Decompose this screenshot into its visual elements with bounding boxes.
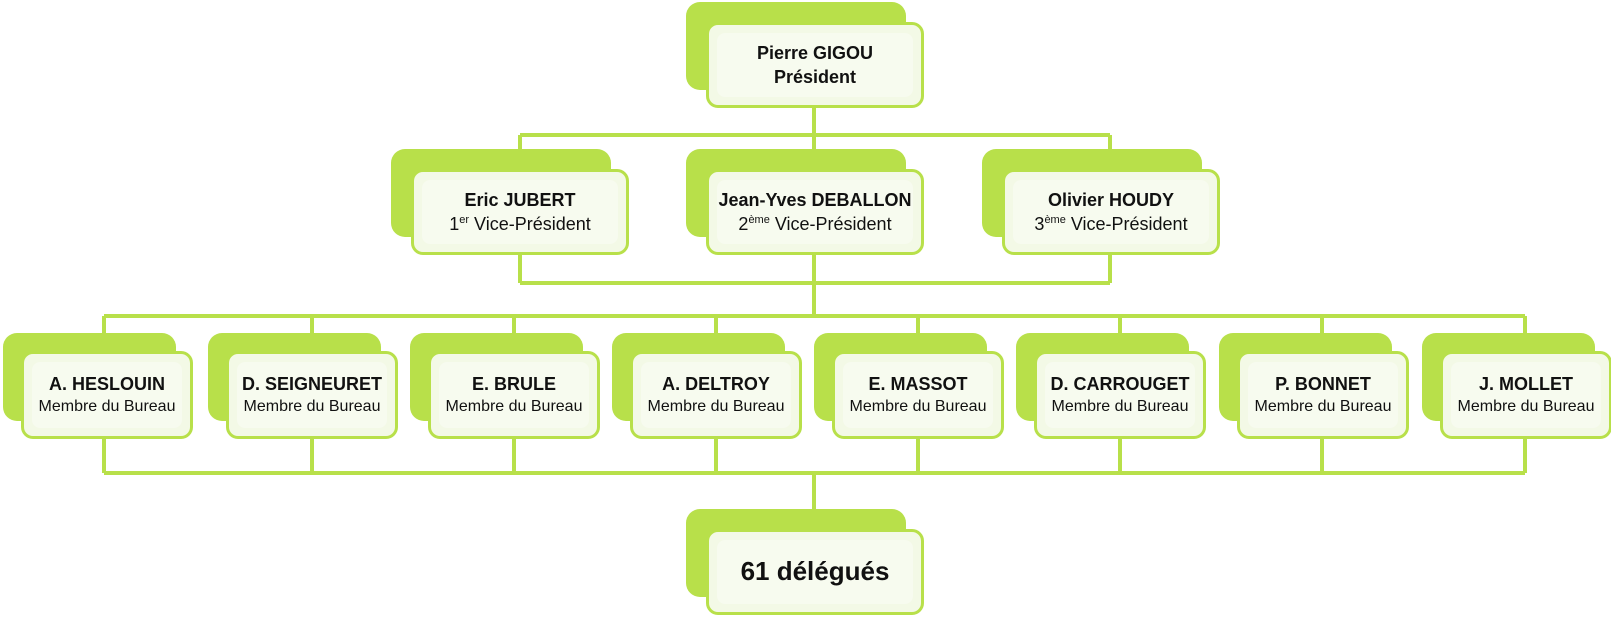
- vp-role: 1er Vice-Président: [449, 214, 591, 234]
- vp-role: 2ème Vice-Président: [738, 214, 892, 234]
- member-name: E. BRULE: [471, 374, 556, 395]
- member-name: A. HESLOUIN: [48, 374, 165, 395]
- member-card: E. MASSOT Membre du Bureau: [832, 351, 1004, 439]
- member-node-2: D. SEIGNEURET Membre du Bureau: [208, 333, 398, 439]
- member-role: Membre du Bureau: [1457, 398, 1595, 416]
- delegates-node: 61 délégués: [686, 509, 924, 615]
- member-card: D. CARROUGET Membre du Bureau: [1034, 351, 1206, 439]
- member-name: D. SEIGNEURET: [241, 374, 383, 395]
- member-name: A. DELTROY: [662, 374, 770, 395]
- vp-card-1: Eric JUBERT 1er Vice-Président: [411, 169, 629, 255]
- vp-card-2: Jean-Yves DEBALLON 2ème Vice-Président: [706, 169, 924, 255]
- member-role: Membre du Bureau: [243, 398, 381, 416]
- vp-card-3: Olivier HOUDY 3ème Vice-Président: [1002, 169, 1220, 255]
- member-card: J. MOLLET Membre du Bureau: [1440, 351, 1611, 439]
- member-name: E. MASSOT: [868, 374, 968, 395]
- member-name: J. MOLLET: [1479, 374, 1573, 395]
- member-role: Membre du Bureau: [1254, 398, 1392, 416]
- president-role: Président: [773, 67, 857, 87]
- delegates-label: 61 délégués: [740, 556, 890, 587]
- member-card: D. SEIGNEURET Membre du Bureau: [226, 351, 398, 439]
- member-node-6: D. CARROUGET Membre du Bureau: [1016, 333, 1206, 439]
- member-card: P. BONNET Membre du Bureau: [1237, 351, 1409, 439]
- member-role: Membre du Bureau: [647, 398, 785, 416]
- member-node-4: A. DELTROY Membre du Bureau: [612, 333, 802, 439]
- member-card: E. BRULE Membre du Bureau: [428, 351, 600, 439]
- member-node-8: J. MOLLET Membre du Bureau: [1422, 333, 1611, 439]
- member-node-5: E. MASSOT Membre du Bureau: [814, 333, 1004, 439]
- vp-name: Eric JUBERT: [464, 189, 576, 210]
- president-name: Pierre GIGOU: [756, 42, 874, 63]
- vp-name: Olivier HOUDY: [1047, 189, 1175, 210]
- delegates-card: 61 délégués: [706, 529, 924, 615]
- president-node: Pierre GIGOU Président: [686, 2, 924, 108]
- member-role: Membre du Bureau: [38, 398, 176, 416]
- member-node-3: E. BRULE Membre du Bureau: [410, 333, 600, 439]
- vp-role: 3ème Vice-Président: [1034, 214, 1188, 234]
- member-card: A. HESLOUIN Membre du Bureau: [21, 351, 193, 439]
- vp-node-3: Olivier HOUDY 3ème Vice-Président: [982, 149, 1220, 255]
- member-card: A. DELTROY Membre du Bureau: [630, 351, 802, 439]
- member-role: Membre du Bureau: [849, 398, 987, 416]
- member-name: P. BONNET: [1275, 374, 1371, 395]
- president-card: Pierre GIGOU Président: [706, 22, 924, 108]
- member-node-7: P. BONNET Membre du Bureau: [1219, 333, 1409, 439]
- vp-node-1: Eric JUBERT 1er Vice-Président: [391, 149, 629, 255]
- member-name: D. CARROUGET: [1050, 374, 1190, 395]
- member-role: Membre du Bureau: [445, 398, 583, 416]
- member-node-1: A. HESLOUIN Membre du Bureau: [3, 333, 193, 439]
- vp-name: Jean-Yves DEBALLON: [718, 189, 912, 210]
- vp-node-2: Jean-Yves DEBALLON 2ème Vice-Président: [686, 149, 924, 255]
- member-role: Membre du Bureau: [1051, 398, 1189, 416]
